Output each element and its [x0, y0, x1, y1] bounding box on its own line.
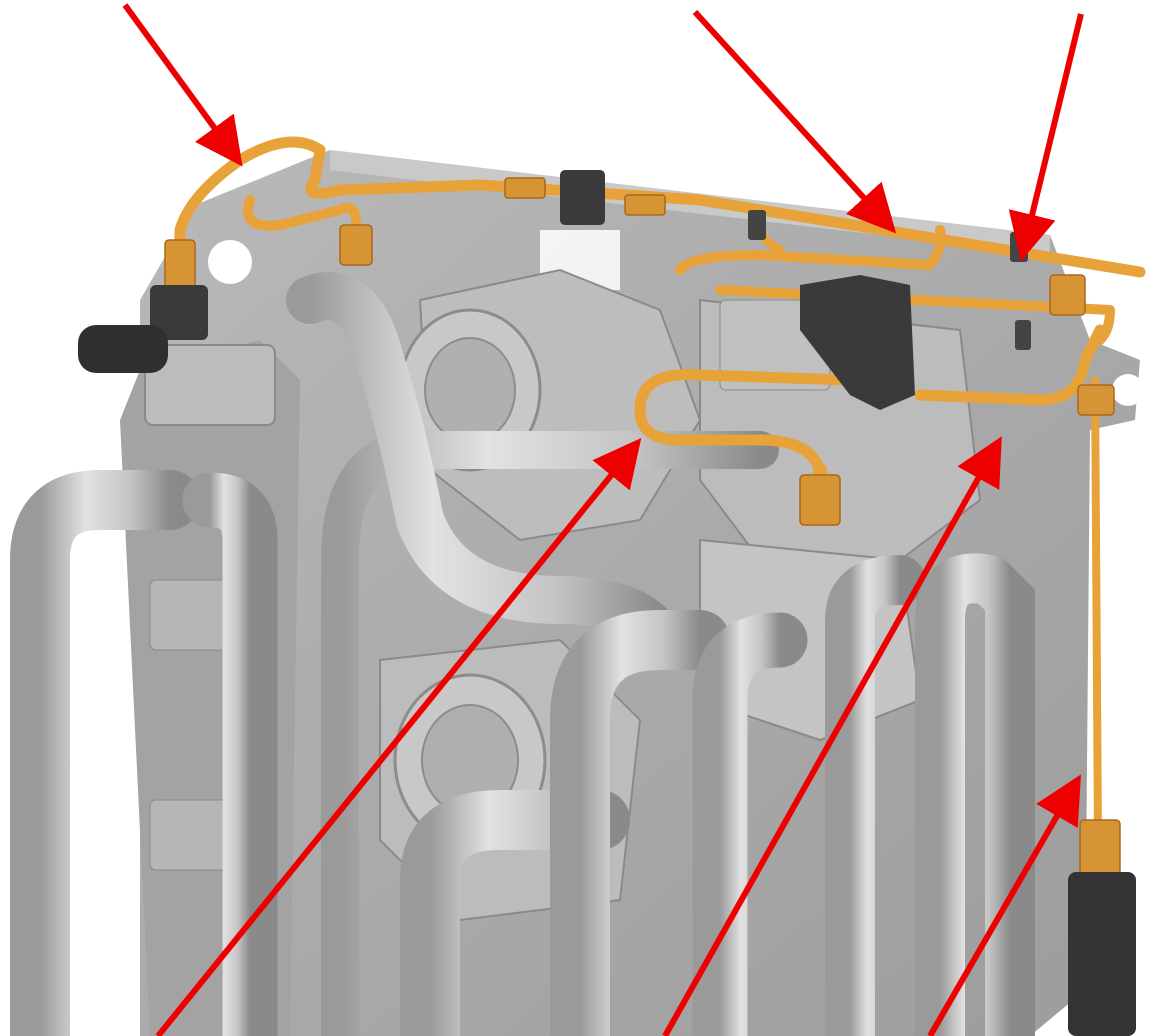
black-components — [78, 170, 1136, 1036]
hose-connector — [1079, 819, 1121, 876]
panel-mount-hole — [1112, 374, 1144, 406]
arrow-bottom-right — [927, 774, 1081, 1036]
hose-fittings — [164, 177, 1121, 876]
annotation-arrows — [122, 3, 1084, 1036]
arrow-bottom-left — [155, 438, 642, 1036]
arrow-top-left — [122, 3, 243, 167]
hose-connector — [799, 474, 841, 526]
coolant-pipes — [10, 272, 1035, 1036]
arrow-bottom-center — [662, 436, 1002, 1036]
hose-connector — [164, 239, 196, 291]
black-coupling — [150, 285, 208, 340]
arrow-top-right — [1008, 13, 1084, 262]
panel-mount-hole — [208, 240, 252, 284]
solenoid-valve — [800, 275, 915, 410]
hose-connector — [339, 224, 373, 266]
black-sensor — [560, 170, 605, 225]
arrow-top-center — [692, 9, 897, 234]
black-filter-housing — [1068, 872, 1136, 1036]
black-pipe-stub — [78, 325, 168, 373]
valve-box — [144, 344, 276, 426]
orange-hose-harness — [174, 136, 1146, 844]
